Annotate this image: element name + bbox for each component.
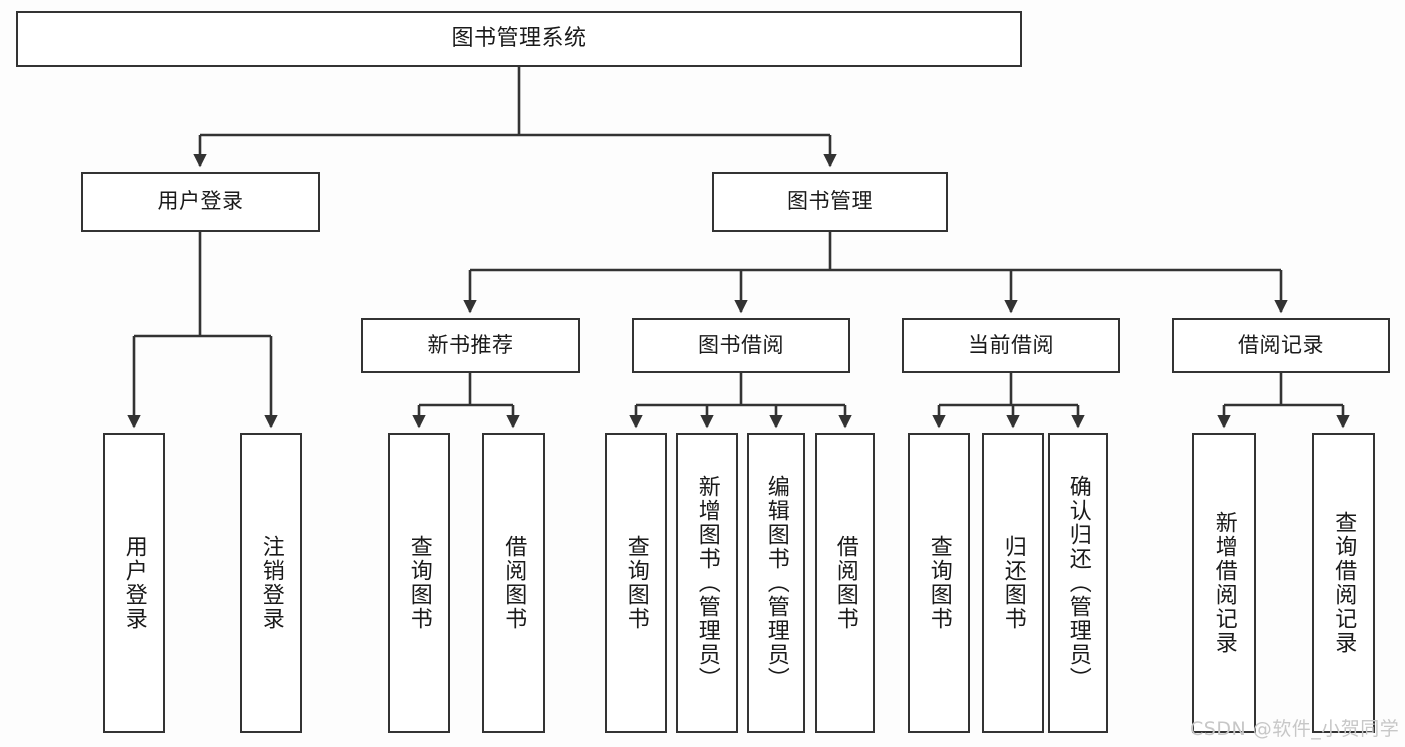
node-root-system[interactable]: 图书管理系统 [16,11,1022,67]
node-book-management[interactable]: 图书管理 [712,172,948,232]
node-borrow-record[interactable]: 借阅记录 [1172,318,1390,373]
node-current-borrow[interactable]: 当前借阅 [902,318,1120,373]
leaf-edit-book-admin[interactable]: 编辑图书（管理员） [747,433,805,733]
node-new-book-recommend[interactable]: 新书推荐 [361,318,580,373]
leaf-confirm-return-admin[interactable]: 确认归还（管理员） [1048,433,1108,733]
leaf-borrow-book[interactable]: 借阅图书 [815,433,875,733]
leaf-user-login[interactable]: 用户登录 [103,433,165,733]
leaf-query-borrow-record[interactable]: 查询借阅记录 [1312,433,1375,733]
node-user-login[interactable]: 用户登录 [81,172,320,232]
leaf-add-book-admin[interactable]: 新增图书（管理员） [676,433,738,733]
leaf-add-borrow-record[interactable]: 新增借阅记录 [1192,433,1256,733]
node-book-borrow[interactable]: 图书借阅 [632,318,850,373]
leaf-query-book-current[interactable]: 查询图书 [908,433,970,733]
csdn-watermark: CSDN @软件_小贺同学 [1190,718,1400,740]
leaf-borrow-book-new[interactable]: 借阅图书 [482,433,545,733]
leaf-query-book-new[interactable]: 查询图书 [388,433,450,733]
leaf-return-book[interactable]: 归还图书 [982,433,1044,733]
leaf-logout-login[interactable]: 注销登录 [240,433,302,733]
leaf-query-book-borrow[interactable]: 查询图书 [605,433,667,733]
